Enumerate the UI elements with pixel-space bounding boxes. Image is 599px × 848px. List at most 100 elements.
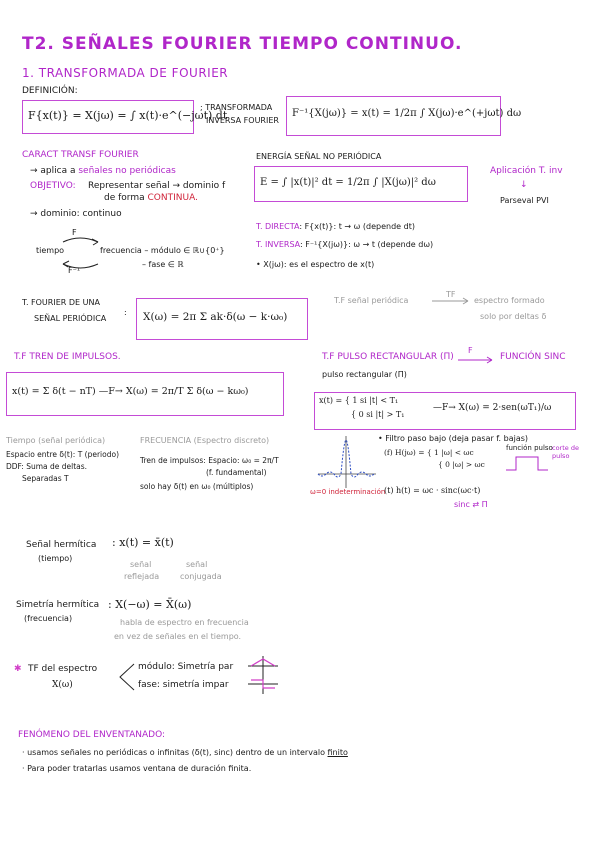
sinc-pi-label: sinc ⇄ Π	[454, 500, 488, 509]
tren-frecuencia-header: FRECUENCIA (Espectro discreto)	[140, 436, 270, 445]
tren-t1: Espacio entre δ(t): T (periodo)	[6, 450, 119, 459]
directa-label: T. DIRECTA	[256, 222, 300, 231]
tren-tiempo-header: Tiempo (señal periódica)	[6, 436, 106, 445]
enventanado-l1-prefix: · usamos señales no periódicas o infinit…	[22, 748, 325, 757]
energia-heading: ENERGÍA SEÑAL NO PERIÓDICA	[256, 152, 382, 161]
simetria-note-2: en vez de señales en el tiempo.	[114, 632, 242, 641]
tren-t3: Separadas T	[22, 474, 69, 483]
section-heading-transformada: 1. TRANSFORMADA DE FOURIER	[22, 66, 229, 80]
corte-label: corte de pulso	[552, 444, 579, 460]
periodica-note-arrow-label: TF	[446, 290, 456, 299]
pulso-heading-suffix: FUNCIÓN SINC	[500, 352, 566, 362]
pulso-heading: T.F PULSO RECTANGULAR (Π)	[322, 352, 454, 362]
hermitica-label-2: (tiempo)	[38, 554, 73, 563]
inversa-text: : F⁻¹{X(jω)}: ω → t (depende dω)	[300, 240, 434, 249]
pulso-formula-l1: x(t) = { 1 si |t| < T₁	[319, 396, 399, 405]
ift-formula-box: F⁻¹{X(jω)} = x(t) = 1/2π ∫ X(jω)·e^(+jωt…	[286, 96, 521, 136]
tren-formula-box: x(t) = Σ δ(t − nT) —F→ X(ω) = 2π/T Σ δ(ω…	[6, 372, 284, 416]
pulso-heading-arrow-label: F	[468, 346, 473, 355]
caract-line-1: → aplica a señales no periódicas	[30, 166, 176, 176]
ft-formula: F{x(t)} = X(jω) = ∫ x(t)·e^(−jωt) dt	[28, 109, 228, 122]
dominio-text: → dominio: continuo	[30, 209, 122, 219]
objetivo-label: OBJETIVO:	[30, 181, 76, 191]
tiempo-frecuencia-arrows	[62, 237, 99, 269]
periodica-label-1: T. FOURIER DE UNA	[22, 298, 100, 307]
espectro-label-1: TF del espectro	[28, 664, 98, 674]
simetria-note-1: habla de espectro en frecuencia	[120, 618, 249, 627]
ht-formula: (t) h(t) = ωc · sinc(ωc·t)	[384, 486, 481, 495]
pulso-shape-plot	[506, 456, 548, 471]
filtro-fn: (f) H(jω) = { 1 |ω| < ωc	[384, 448, 474, 457]
Finv-label: F⁻¹	[68, 266, 81, 275]
objetivo-2-highlight: CONTINUA.	[147, 193, 198, 203]
enventanado-line-1: · usamos señales no periódicas o infinit…	[22, 748, 348, 757]
ft-formula-box: F{x(t)} = X(jω) = ∫ x(t)·e^(−jωt) dt	[22, 100, 227, 134]
tren-f2: (f. fundamental)	[206, 468, 267, 477]
tren-f1: Tren de impulsos: Espacio: ω₀ = 2π/T	[140, 456, 279, 465]
pulso-formula-l2: { 0 si |t| > T₁	[351, 410, 405, 419]
inversa-label: T. INVERSA	[256, 240, 301, 249]
periodica-note-2: solo por deltas δ	[480, 312, 547, 321]
aplicacion-sub: Parseval PVI	[500, 196, 549, 205]
simetria-formula: : X(−ω) = X̄(ω)	[108, 598, 192, 611]
frecuencia-label: frecuencia – módulo ∈ ℝ∪{0⁺}	[100, 246, 225, 255]
hermitica-n2-2: conjugada	[180, 572, 222, 581]
star-icon: ✱	[14, 664, 22, 674]
page-title: T2. SEÑALES FOURIER TIEMPO CONTINUO.	[22, 34, 463, 54]
inv-label-1: ; TRANSFORMADA	[200, 103, 273, 112]
filtro-fn-2: { 0 |ω| > ωc	[438, 460, 485, 469]
espectro-note: • X(jω): es el espectro de x(t)	[256, 260, 375, 269]
tren-t2: DDF: Suma de deltas.	[6, 462, 88, 471]
ift-formula: F⁻¹{X(jω)} = x(t) = 1/2π ∫ X(jω)·e^(+jωt…	[292, 108, 522, 119]
filtro-line: • Filtro paso bajo (deja pasar f. bajas)	[378, 434, 529, 443]
caract-heading: CARACT TRANSF FOURIER	[22, 150, 139, 160]
tren-f3: solo hay δ(t) en ω₀ (múltiplos)	[140, 482, 254, 491]
espectro-modulo: módulo: Simetría par	[138, 662, 234, 672]
enventanado-l1-underline: finito	[327, 748, 348, 757]
sinc-plot	[317, 436, 376, 488]
periodica-colon: :	[124, 308, 127, 317]
brace-icon	[119, 663, 135, 691]
periodica-formula-box: X(ω) = 2π Σ ak·δ(ω − k·ω₀)	[136, 298, 308, 340]
periodica-formula: X(ω) = 2π Σ ak·δ(ω − k·ω₀)	[143, 311, 288, 323]
funcion-pulso-label: función pulso	[506, 444, 553, 452]
hermitica-formula: : x(t) = x̄(t)	[112, 536, 174, 549]
periodica-note-arrow-icon	[432, 297, 469, 305]
definicion-label: DEFINICIÓN:	[22, 86, 78, 96]
periodica-note-suffix: espectro formado	[474, 296, 545, 305]
enventanado-heading: FENÓMENO DEL ENVENTANADO:	[18, 730, 166, 740]
objetivo-text-2: de forma CONTINUA.	[104, 193, 198, 203]
caract-l1-highlight: señales no periódicas	[78, 166, 176, 176]
simetria-plot	[248, 656, 278, 694]
simetria-label-2: (frecuencia)	[24, 614, 73, 623]
caract-l1-prefix: → aplica a	[30, 166, 76, 176]
tren-formula: x(t) = Σ δ(t − nT) —F→ X(ω) = 2π/T Σ δ(ω…	[12, 386, 249, 397]
aplicacion-heading: Aplicación T. inv	[490, 166, 563, 176]
espectro-fase: fase: simetría impar	[138, 680, 229, 690]
energia-formula: E = ∫ |x(t)|² dt = 1/2π ∫ |X(jω)|² dω	[260, 177, 436, 188]
inversa-line: T. INVERSA: F⁻¹{X(jω)}: ω → t (depende d…	[256, 240, 433, 249]
espectro-label-2: X(ω)	[52, 680, 73, 690]
objetivo-text-1: Representar señal → dominio f	[88, 181, 226, 191]
down-arrow-icon: ↓	[520, 180, 528, 190]
tiempo-label: tiempo	[36, 246, 65, 255]
objetivo-2-prefix: de forma	[104, 193, 145, 203]
pulso-formula-box: x(t) = { 1 si |t| < T₁ { 0 si |t| > T₁ —…	[314, 392, 576, 430]
hermitica-n2-1: señal	[186, 560, 208, 569]
periodica-label-2: SEÑAL PERIÓDICA	[34, 314, 107, 323]
inv-label-2: INVERSA FOURIER	[206, 116, 279, 125]
directa-text: : F{x(t)}: t → ω (depende dt)	[299, 222, 415, 231]
F-label: F	[72, 228, 77, 237]
enventanado-line-2: · Para poder tratarlas usamos ventana de…	[22, 764, 252, 773]
directa-line: T. DIRECTA: F{x(t)}: t → ω (depende dt)	[256, 222, 415, 231]
periodica-note-prefix: T.F señal periódica	[334, 296, 409, 305]
energia-formula-box: E = ∫ |x(t)|² dt = 1/2π ∫ |X(jω)|² dω	[254, 166, 468, 202]
sinc-indeterminacion: ω=0 indeterminación	[310, 488, 386, 496]
hermitica-n1-2: reflejada	[124, 572, 160, 581]
pulso-formula-result: —F→ X(ω) = 2·sen(ωT₁)/ω	[433, 403, 552, 413]
simetria-label-1: Simetría hermítica	[16, 600, 100, 610]
hermitica-label-1: Señal hermítica	[26, 540, 97, 550]
tren-heading: T.F TREN DE IMPULSOS.	[14, 352, 121, 362]
fase-label: – fase ∈ ℝ	[142, 260, 184, 269]
pulso-sub: pulso rectangular (Π)	[322, 370, 407, 379]
